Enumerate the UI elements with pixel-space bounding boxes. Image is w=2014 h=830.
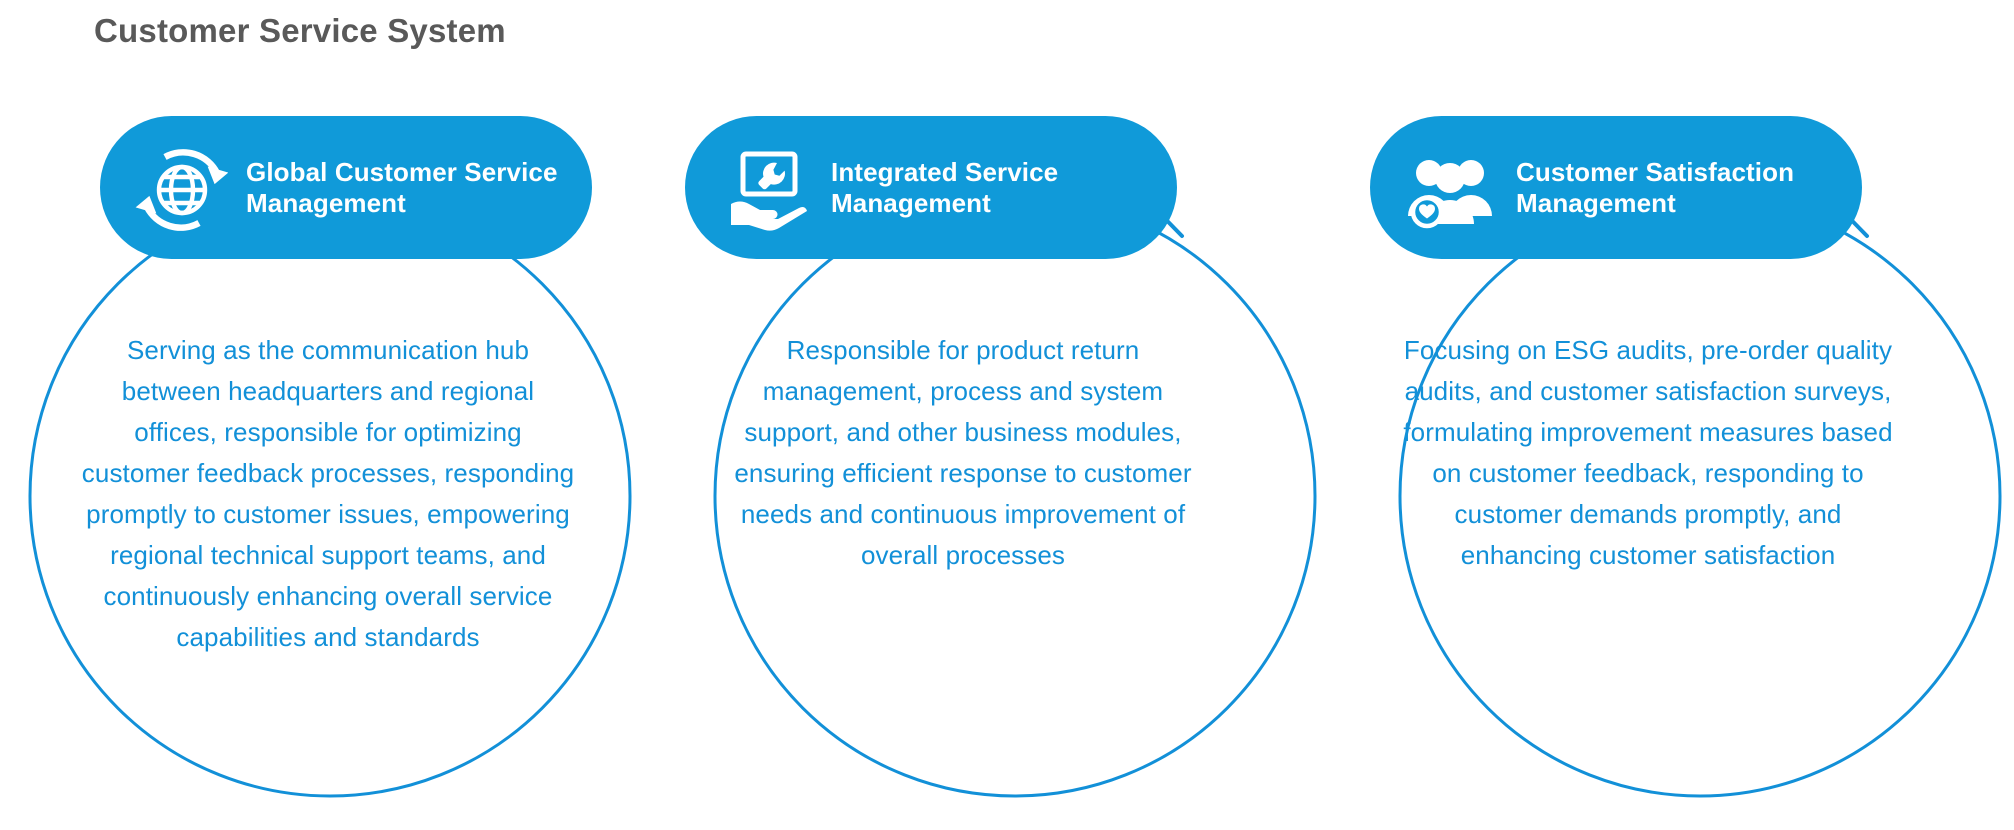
page-title: Customer Service System xyxy=(94,12,506,49)
card-title: Global Customer Service Management xyxy=(246,156,558,218)
diagram-card-integrated-service-management[interactable]: Integrated Service Management Responsibl… xyxy=(685,0,1345,830)
card-header-pill[interactable]: Customer Satisfaction Management xyxy=(1370,116,1862,259)
people-heart-icon xyxy=(1402,140,1498,236)
globe-refresh-icon xyxy=(132,140,228,236)
diagram-card-customer-satisfaction-management[interactable]: Customer Satisfaction Management Focusin… xyxy=(1370,0,2014,830)
card-header-pill[interactable]: Integrated Service Management xyxy=(685,116,1177,259)
card-header-pill[interactable]: Global Customer Service Management xyxy=(100,116,592,259)
diagram-card-global-customer-service-management[interactable]: Global Customer Service Management Servi… xyxy=(0,0,660,830)
card-body-text: Responsible for product return managemen… xyxy=(734,335,1192,570)
card-body-text: Serving as the communication hub between… xyxy=(81,335,575,652)
card-title: Integrated Service Management xyxy=(831,156,1059,218)
card-title: Customer Satisfaction Management xyxy=(1516,156,1795,218)
hand-screen-wrench-icon xyxy=(717,140,813,236)
card-body-text: Focusing on ESG audits, pre-order qualit… xyxy=(1403,335,1893,570)
